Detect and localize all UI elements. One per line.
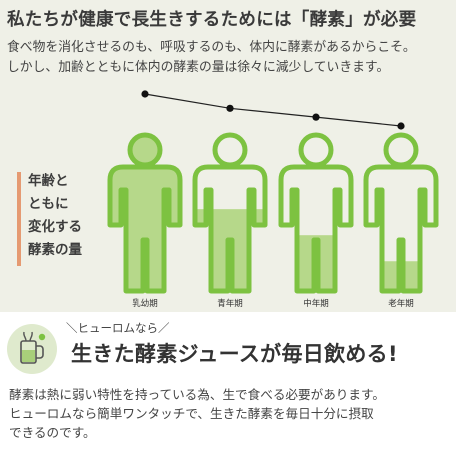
- side-label-line: 変化する: [28, 219, 82, 235]
- age-label: 乳幼期: [132, 298, 158, 309]
- age-label: 中年期: [303, 298, 329, 309]
- side-label-line: 年齢と: [28, 173, 69, 189]
- trend-line-layer: [141, 90, 405, 130]
- side-label-line: 酵素の量: [28, 242, 82, 258]
- person-head: [298, 132, 334, 168]
- side-label: 年齢と ともに 変化する 酵素の量: [28, 170, 82, 262]
- trend-line: [144, 93, 402, 127]
- outro-text: 酵素は熱に弱い特性を持っている為、生で食べる必要があります。 ヒューロムなら簡単…: [9, 385, 454, 442]
- sub-badge: ＼ヒューロムなら／: [66, 321, 170, 335]
- person-head: [383, 132, 419, 168]
- side-label-line: ともに: [28, 196, 69, 212]
- trend-point: [312, 113, 320, 121]
- age-label: 老年期: [388, 298, 414, 309]
- trend-point: [226, 104, 234, 112]
- outro-line: 酵素は熱に弱い特性を持っている為、生で食べる必要があります。: [9, 387, 385, 402]
- side-accent-bar: [17, 172, 21, 266]
- trend-point: [397, 122, 405, 130]
- person-head: [127, 132, 163, 168]
- outro-line: ヒューロムなら簡単ワンタッチで、生きた酵素を毎日十分に摂取: [9, 406, 374, 421]
- label-layer: 乳幼期 青年期 中年期 老年期: [132, 298, 414, 309]
- person-figure: [278, 132, 354, 294]
- person-figure: [107, 132, 183, 294]
- age-label: 青年期: [217, 298, 243, 309]
- figure-layer: [107, 132, 439, 294]
- bottom-section: ＼ヒューロムなら／ 生きた酵素ジュースが毎日飲める! 酵素は熱に弱い特性を持って…: [0, 312, 456, 456]
- person-body: [192, 164, 268, 294]
- juicer-icon: [7, 324, 57, 374]
- intro-line: 食べ物を消化させるのも、呼吸するのも、体内に酵素があるからこそ。: [7, 40, 416, 55]
- person-body: [363, 164, 439, 294]
- enzyme-chart: 乳幼期 青年期 中年期 老年期: [107, 90, 439, 309]
- headline: 私たちが健康で長生きするためには「酵素」が必要: [7, 10, 417, 30]
- outro-line: できるのです。: [9, 425, 96, 440]
- intro-line: しかし、加齢とともに体内の酵素の量は徐々に減少していきます。: [7, 60, 390, 75]
- person-body: [278, 164, 354, 294]
- person-figure: [363, 132, 439, 294]
- top-section: 私たちが健康で長生きするためには「酵素」が必要 食べ物を消化させるのも、呼吸する…: [0, 0, 456, 312]
- intro-text: 食べ物を消化させるのも、呼吸するのも、体内に酵素があるからこそ。 しかし、加齢と…: [7, 38, 452, 78]
- person-head: [212, 132, 248, 168]
- person-figure: [192, 132, 268, 294]
- person-body: [107, 164, 183, 294]
- catch-copy: 生きた酵素ジュースが毎日飲める!: [71, 342, 398, 366]
- trend-point: [141, 90, 149, 98]
